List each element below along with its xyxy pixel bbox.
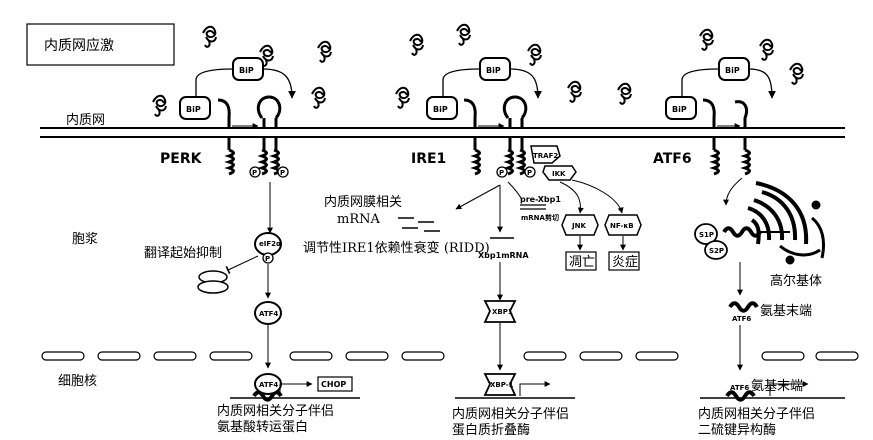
atf6-target-2: 二硫键异构酶 [698, 422, 776, 438]
traf2-label: TRAF2 [533, 152, 558, 160]
cytoplasm-label: 胞浆 [72, 232, 98, 247]
phospho-p [249, 166, 261, 178]
er-label: 内质网 [66, 112, 105, 128]
nuclear-membrane [41, 351, 859, 361]
nfkb-node [604, 214, 642, 236]
perk-gene-target: ATF4 CHOP [230, 373, 360, 402]
atf6-label: ATF6 [653, 151, 692, 167]
unfolded-protein-icon [311, 86, 326, 109]
er-mrna-label-2: mRNA [337, 212, 380, 227]
nucleus-label: 细胞核 [58, 374, 97, 389]
s2p-label: S2P [709, 247, 724, 255]
golgi-icon [747, 181, 826, 265]
atf4-label: ATF4 [259, 310, 278, 318]
unfolded-protein-icon [527, 43, 542, 66]
ire1-gene-target: XBP-1 [455, 373, 575, 399]
unfolded-protein-icon [789, 62, 804, 85]
bip-box [426, 96, 458, 120]
title-box [26, 23, 175, 66]
ikk-label: IKK [552, 170, 566, 178]
phospho-p-label: P [252, 169, 257, 177]
inflammation-box [608, 251, 640, 271]
pre-xbp1-label: pre-Xbp1 [520, 195, 561, 204]
unfolded-protein-icon [617, 82, 632, 105]
chop-label: CHOP [321, 380, 346, 389]
xbp1-label: XBP1 [492, 308, 513, 316]
atf6-fragment-label: ATF6 [732, 315, 751, 323]
nfkb-label: NF-κB [610, 222, 634, 230]
phospho-p-label: P [499, 169, 504, 177]
diagram-title: 内质网应激 [44, 37, 114, 54]
er-membrane [40, 127, 845, 138]
s1p-label: S1P [699, 231, 714, 239]
atf6-nuclear-label: ATF6 [730, 384, 749, 392]
bip-label: BiP [239, 66, 254, 75]
jnk-label: JNK [571, 222, 586, 230]
er-mrna-label-1: 内质网膜相关 [324, 194, 402, 210]
n-terminal-label: 氨基末端 [760, 304, 812, 319]
perk-target-1: 内质网相关分子伴侣 [217, 403, 334, 419]
ribosome-icon [197, 280, 229, 294]
bip-label: BiP [486, 66, 501, 75]
ire1-label: IRE1 [411, 151, 446, 167]
eif2a-label: eIF2α [259, 240, 281, 248]
jnk-node [561, 214, 599, 236]
apoptosis-box [565, 251, 597, 271]
unfolded-protein-icon [395, 86, 410, 109]
atf6-gene-target: ATF6 氨基末端 [700, 379, 845, 402]
perk-target-2: 氨基酸转运蛋白 [217, 419, 308, 435]
unfolded-protein-icon [567, 80, 582, 103]
unfolded-protein-icon [699, 28, 714, 51]
phospho-p [262, 252, 274, 264]
mrna-fragments-icon [398, 217, 440, 232]
chop-box [317, 376, 353, 392]
unfolded-protein-icon [456, 23, 471, 46]
bip-label: BiP [433, 105, 448, 114]
unfolded-protein-icon [759, 38, 774, 61]
ire1-target-2: 蛋白质折叠酶 [452, 422, 530, 438]
bip-label: BiP [672, 105, 687, 114]
perk-pathway: BiP BiP P P [179, 57, 296, 178]
phospho-p-label: P [527, 169, 532, 177]
ridd-label: 调节性IRE1依赖性衰变 (RIDD) [303, 240, 490, 256]
xbp1-mrna-label: Xbp1mRNA [478, 251, 529, 260]
phospho-p [496, 166, 508, 178]
apoptosis-label: 凋亡 [569, 255, 595, 270]
unfolded-protein-icon [152, 94, 167, 117]
xbp1-node [483, 300, 517, 323]
bip-label: BiP [186, 105, 201, 114]
s1p-node [694, 223, 718, 245]
atf6-pathway: BiP BiP [665, 57, 776, 176]
unfolded-protein-icon [202, 25, 217, 48]
unfolded-protein-icon [409, 33, 424, 56]
xbp1-nuclear-label: XBP-1 [490, 381, 514, 389]
xbp1-node [483, 373, 517, 396]
phospho-p [524, 166, 536, 178]
ire1-target-1: 内质网相关分子伴侣 [452, 406, 569, 422]
bip-box [179, 96, 211, 120]
translation-inhibition-label: 翻译起始抑制 [144, 246, 222, 261]
s2p-node [704, 240, 728, 260]
phospho-p-label: P [280, 169, 285, 177]
phospho-p-label: P [265, 255, 270, 263]
unfolded-protein-icon [317, 40, 332, 63]
atf6-target-1: 内质网相关分子伴侣 [698, 406, 815, 422]
ire1-pathway: BiP BiP P P TRAF2 IKK [426, 57, 577, 181]
n-terminal-nuclear-label: 氨基末端 [751, 379, 803, 394]
bip-label: BiP [725, 66, 740, 75]
atf4-node [254, 301, 282, 325]
perk-label: PERK [160, 151, 203, 167]
atf4-label: ATF4 [259, 381, 278, 389]
golgi-label: 高尔基体 [770, 273, 822, 289]
inflammation-label: 炎症 [612, 255, 638, 270]
bip-box [665, 96, 697, 120]
phospho-p [277, 166, 289, 178]
mrna-splicing-label: mRNA剪切 [521, 213, 559, 222]
